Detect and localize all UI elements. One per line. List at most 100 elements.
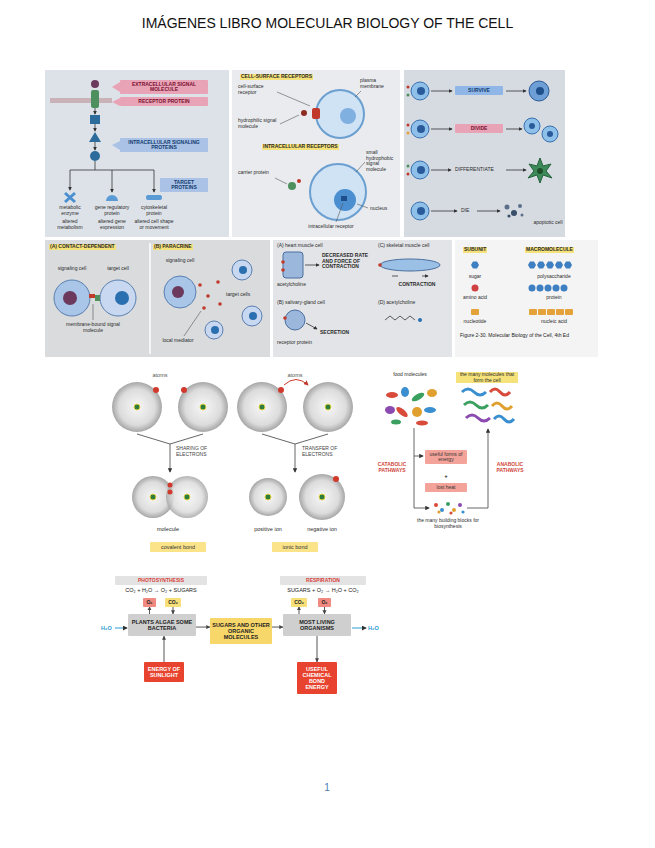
box-text: O₂ [320,600,330,606]
signaling-modes-figure-part [249,312,257,320]
water-label: H₂O [368,625,382,631]
signal-pathway-figure-part [106,195,118,201]
box-text: MOST LIVING ORGANISMS [285,619,349,631]
macromolecule-figure-part [564,262,572,269]
receptor-types-figure-part [341,196,347,201]
process-label: TRANSFER OF ELECTRONS [302,446,347,457]
bond-name-box: ionic bond [272,542,318,552]
signaling-modes-figure-part [89,294,95,298]
receptor-types-figure-part [336,203,343,222]
chemical-bond-figure-part [200,404,206,410]
figure-label: cytoskeletal protein [134,205,174,216]
signaling-modes-figure-part [216,280,220,284]
cell-fate-figure-part [511,210,517,216]
metabolism-figure-part [410,391,425,403]
flow-arrow [324,607,325,615]
figure-label: target cells [226,292,262,298]
pathway-label: ANABOLIC PATHWAYS [494,462,526,473]
signal-pathway-figure-part [112,82,120,92]
chemical-bond-figure-part [333,476,339,482]
receptor-types-figure-part [288,182,296,190]
box-text: CO₂ [293,600,306,606]
box-text: SURVIVE [457,88,502,94]
signaling-modes-figure [54,243,262,354]
chemical-bond-figure-part [237,382,287,432]
figure-label: atoms [140,372,180,378]
signaling-modes-figure-part [93,304,94,320]
metabolism-figure-part [466,415,490,421]
column-heading: SUBUNIT [463,247,487,253]
gas-box: O₂ [143,598,156,607]
signaling-modes-figure-part [242,306,262,326]
cell-fate-figure-part [507,214,510,217]
metabolism-figure-part [386,392,398,398]
gas-box: O₂ [318,598,331,607]
plus-sign: + [440,473,452,480]
box-text: CO₂ [167,600,180,606]
metabolism-figure-part [490,389,510,395]
figure-label: altered metabolism [50,219,90,230]
metabolism-figure-part [446,502,450,506]
signal-pathway-figure-part [146,195,162,200]
cell-fate-figure-part [431,91,452,92]
acetylcholine-response-figure-part [380,259,440,271]
response-label: DECREASED RATE AND FORCE OF CONTRACTION [322,253,372,270]
acetylcholine-response-figure-part [305,265,319,266]
cell-fate-figure-part [505,205,510,210]
photo-panel-grounds-part [232,70,400,237]
figure-label: altered gene expression [92,219,132,230]
box-text: PHOTOSYNTHESIS [117,578,206,584]
acetylcholine-response-figure-part [385,316,415,320]
figure-label: intracellular receptor [296,224,366,230]
signal-pathway-figure-part [112,141,120,150]
acetylcholine-response-figure-part [281,260,285,264]
figure-label: metabolic enzyme [50,205,90,216]
figure-label: acetylcholine [277,282,317,288]
macromolecule-figure-part [529,285,536,292]
process-label: SHARING OF ELECTRONS [176,446,221,457]
macromolecule-figure-part [538,309,546,315]
figure-label: signaling cell [50,266,94,272]
gas-box: CO₂ [291,598,307,607]
box-text: RESPIRATION [282,578,365,584]
metabolism-figure-part [452,508,456,512]
outcome-label: DIFFERENTIATE [455,167,494,173]
chemical-bond-figure-part [166,476,208,518]
signal-pathway-figure-part [154,170,155,192]
cell-fate-figure-part [524,118,540,134]
chemical-bond-figure-part [134,404,140,410]
box-text: TARGET PROTEINS [162,180,207,191]
signal-pathway-figure-part [65,193,75,202]
chemical-bond-figure-part [181,387,187,393]
equation: SUGARS + O₂ → H₂O + CO₂ [278,587,368,593]
signaling-modes-figure-part [218,302,222,306]
acetylcholine-response-figure-part [378,263,382,267]
energy-box: lost heat [425,483,467,492]
page-title: IMÁGENES LIBRO MOLECULAR BIOLOGY OF THE … [0,16,655,31]
acetylcholine-response-figure-part [283,316,287,320]
acetylcholine-response-figure-part [392,276,428,277]
signal-pathway-figure-part [112,170,113,192]
receptor-types-figure [275,90,368,222]
macromolecule-figure-part [537,285,544,292]
signaling-modes-figure-part [206,294,210,298]
figure-label: apoptotic cell [532,220,564,226]
figure-label: atoms [275,372,315,378]
receptor-types-figure-part [312,108,320,119]
macromolecule-figure-part [565,309,573,315]
metabolism-figure-part [395,405,410,419]
figure-label: negative ion [304,526,340,532]
energy-cycle-figure-part [115,628,127,629]
signaling-modes-figure-part [115,291,129,305]
macromolecule-figure [471,262,573,316]
organism-box: PLANTS ALGAE SOME BACTERIA [128,614,196,636]
signal-pathway-figure-part [95,108,96,114]
signaling-modes-figure-part [149,243,151,354]
figure-label: nucleus [370,206,396,212]
cell-fate-figure-part [407,86,410,89]
receptor-types-figure-part [334,189,356,211]
signal-pathway-figure-part [91,80,99,88]
photo-panel-grounds-part [455,240,598,357]
macromolecule-figure-part [546,262,554,269]
outcome-tag: SURVIVE [455,86,503,95]
